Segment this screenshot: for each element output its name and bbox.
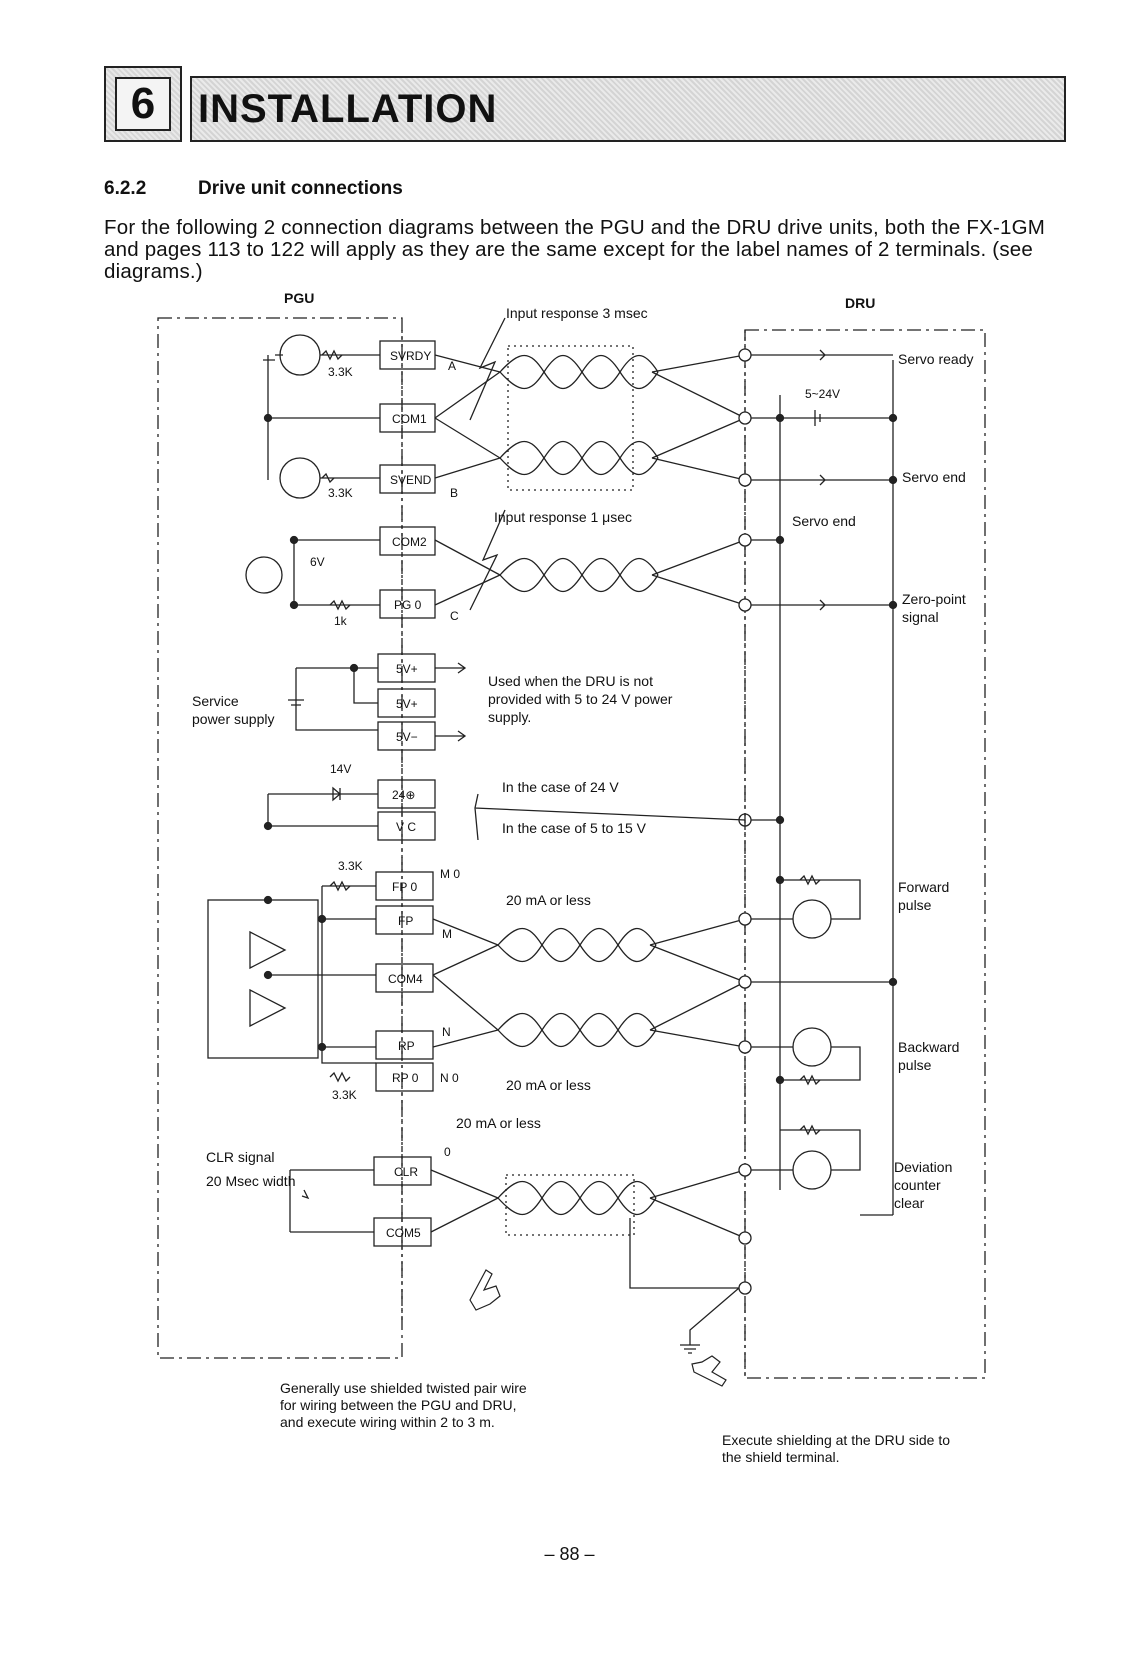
resistor-r5-label: 3.3K	[332, 1088, 357, 1102]
dru-zero-point-1: Zero-point	[902, 591, 966, 607]
chapter-title-bar: INSTALLATION	[190, 76, 1066, 142]
letter-a: A	[448, 359, 456, 373]
terminal-5v-plus-1: 5V+	[396, 662, 418, 676]
footnote-right-2: the shield terminal.	[722, 1449, 840, 1465]
intro-paragraph: For the following 2 connection diagrams …	[104, 216, 1046, 283]
dru-servo-end-inner: Servo end	[792, 513, 856, 529]
dru-deviation-3: clear	[894, 1195, 925, 1211]
dru-forward-1: Forward	[898, 879, 949, 895]
dru-servo-ready: Servo ready	[898, 351, 973, 367]
note-dru-1: Used when the DRU is not	[488, 673, 653, 689]
pgu-label: PGU	[284, 290, 314, 306]
footnote-left-2: for wiring between the PGU and DRU,	[280, 1397, 517, 1413]
note-20ma-3: 20 mA or less	[456, 1115, 541, 1131]
letter-n: N	[442, 1025, 451, 1039]
footnote-left-3: and execute wiring within 2 to 3 m.	[280, 1414, 495, 1430]
note-input-3ms: Input response 3 msec	[506, 305, 648, 321]
terminal-5v-plus-2: 5V+	[396, 697, 418, 711]
pointing-hand-icon-2	[691, 1355, 727, 1387]
terminal-com5: COM5	[386, 1226, 421, 1240]
note-20ma-2: 20 mA or less	[506, 1077, 591, 1093]
terminal-com4: COM4	[388, 972, 423, 986]
dru-deviation-2: counter	[894, 1177, 941, 1193]
chapter-title: INSTALLATION	[198, 86, 498, 131]
footnote-right: Execute shielding at the DRU side to the…	[722, 1432, 950, 1466]
note-dru-2: provided with 5 to 24 V power	[488, 691, 673, 707]
terminal-clr: CLR	[394, 1165, 418, 1179]
dru-forward-2: pulse	[898, 897, 932, 913]
note-20ma-1: 20 mA or less	[506, 892, 591, 908]
letter-zero: 0	[444, 1145, 451, 1159]
resistor-r2-label: 3.3K	[328, 486, 353, 500]
terminal-com1: COM1	[392, 412, 427, 426]
note-input-1us: Input response 1 μsec	[494, 509, 632, 525]
terminal-svend: SVEND	[390, 473, 432, 487]
supply-5-24v-label: 5~24V	[805, 387, 840, 401]
resistor-r4-label: 3.3K	[338, 859, 363, 873]
diode-14v-label: 14V	[330, 762, 351, 776]
pointing-hand-icon	[469, 1269, 501, 1311]
note-service-2: power supply	[192, 711, 275, 727]
resistor-r3-label: 1k	[334, 614, 348, 628]
letter-b: B	[450, 486, 458, 500]
letter-n0: N 0	[440, 1071, 459, 1085]
footnote-right-1: Execute shielding at the DRU side to	[722, 1432, 951, 1448]
section-title: Drive unit connections	[198, 178, 403, 199]
dru-label: DRU	[845, 295, 875, 311]
terminal-5v-minus: 5V−	[396, 730, 418, 744]
page-number: – 88 –	[544, 1544, 595, 1564]
chapter-header: 6 INSTALLATION	[104, 66, 1066, 144]
letter-m0: M 0	[440, 867, 460, 881]
resistor-r1-label: 3.3K	[328, 365, 353, 379]
note-service-1: Service	[192, 693, 239, 709]
letter-c: C	[450, 609, 459, 623]
note-clr-width: 20 Msec width	[206, 1173, 295, 1189]
note-dru-3: supply.	[488, 709, 531, 725]
terminal-svrdy: SVRDY	[390, 349, 431, 363]
zener-label: 6V	[310, 555, 325, 569]
terminal-rp: RP	[398, 1039, 415, 1053]
dru-deviation-1: Deviation	[894, 1159, 952, 1175]
chapter-number-box: 6	[104, 66, 182, 142]
dru-backward-2: pulse	[898, 1057, 932, 1073]
note-clr-signal: CLR signal	[206, 1149, 274, 1165]
dru-backward-1: Backward	[898, 1039, 959, 1055]
chapter-number: 6	[114, 77, 172, 131]
note-case-24v: In the case of 24 V	[502, 779, 619, 795]
terminal-fp0: FP 0	[392, 880, 417, 894]
dru-zero-point-2: signal	[902, 609, 939, 625]
letter-m: M	[442, 927, 452, 941]
terminal-fp: FP	[398, 914, 413, 928]
terminal-vc: V C	[396, 820, 416, 834]
footnote-left-1: Generally use shielded twisted pair wire	[280, 1380, 527, 1396]
footnote-left: Generally use shielded twisted pair wire…	[280, 1380, 527, 1431]
terminal-com2: COM2	[392, 535, 427, 549]
dru-servo-end-right: Servo end	[902, 469, 966, 485]
terminal-pg0: PG 0	[394, 598, 422, 612]
terminal-rp0: RP 0	[392, 1071, 419, 1085]
section-number: 6.2.2	[104, 178, 147, 199]
terminal-24v: 24⊕	[392, 788, 415, 802]
note-case-5-15v: In the case of 5 to 15 V	[502, 820, 647, 836]
